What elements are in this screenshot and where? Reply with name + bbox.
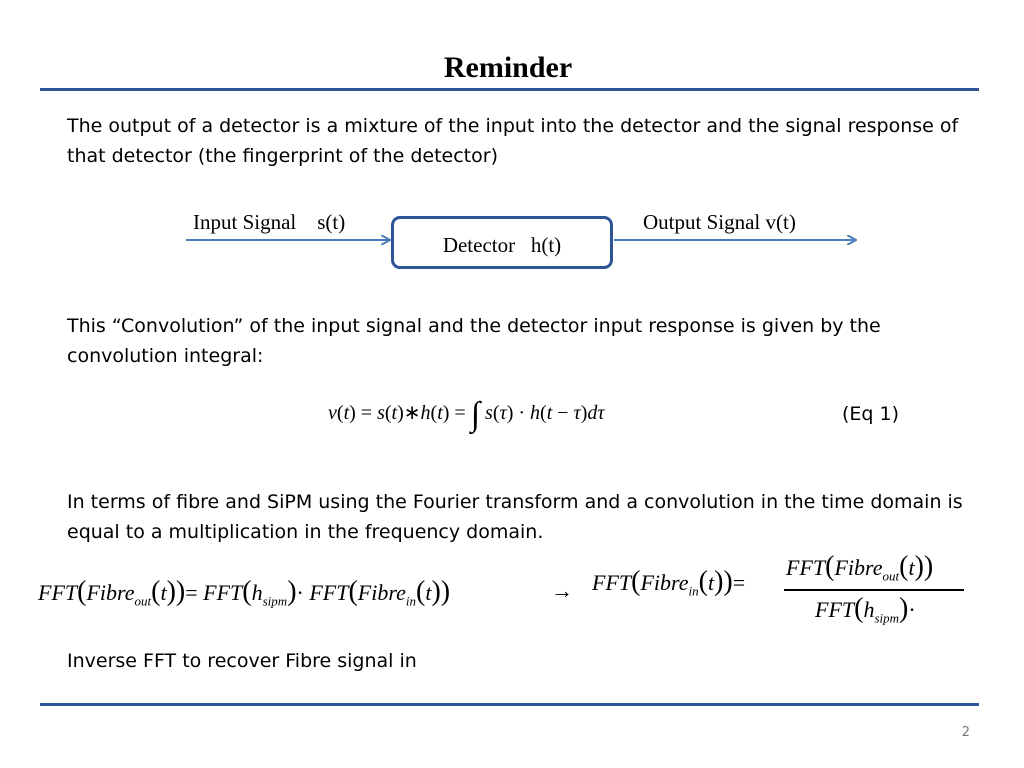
fourier-paragraph: In terms of fibre and SiPM using the Fou… [67, 491, 963, 543]
equation-1-label: (Eq 1) [842, 403, 900, 425]
fraction-numerator: FFT(Fibreout(t)) [786, 551, 934, 584]
fraction-denominator: FFT(hsipm)· [815, 593, 916, 626]
page-number: 2 [961, 725, 970, 740]
bottom-rule [40, 703, 979, 706]
intro-paragraph: The output of a detector is a mixture of… [67, 115, 959, 167]
convolution-equation: v(t) = s(t)∗h(t) = ∫ s(τ) · h(t − τ)dτ [328, 396, 605, 433]
inverse-fft-paragraph: Inverse FFT to recover Fibre signal in [67, 650, 417, 672]
fraction-bar [784, 589, 964, 591]
implies-arrow: → [551, 578, 573, 603]
fft-product-equation: FFT(Fibreout(t))= FFT(hsipm)· FFT(Fibrei… [38, 576, 451, 609]
detector-box: Detector h(t) [391, 216, 613, 269]
detector-label: Detector h(t) [442, 233, 562, 257]
input-signal-label: Input Signal s(t) [193, 210, 346, 234]
top-rule [40, 88, 979, 91]
convolution-paragraph: This “Convolution” of the input signal a… [67, 315, 881, 367]
slide-title: Reminder [443, 51, 573, 84]
output-signal-label: Output Signal v(t) [643, 210, 796, 234]
fft-ratio-equation: FFT(Fibrein(t))= [592, 566, 746, 599]
